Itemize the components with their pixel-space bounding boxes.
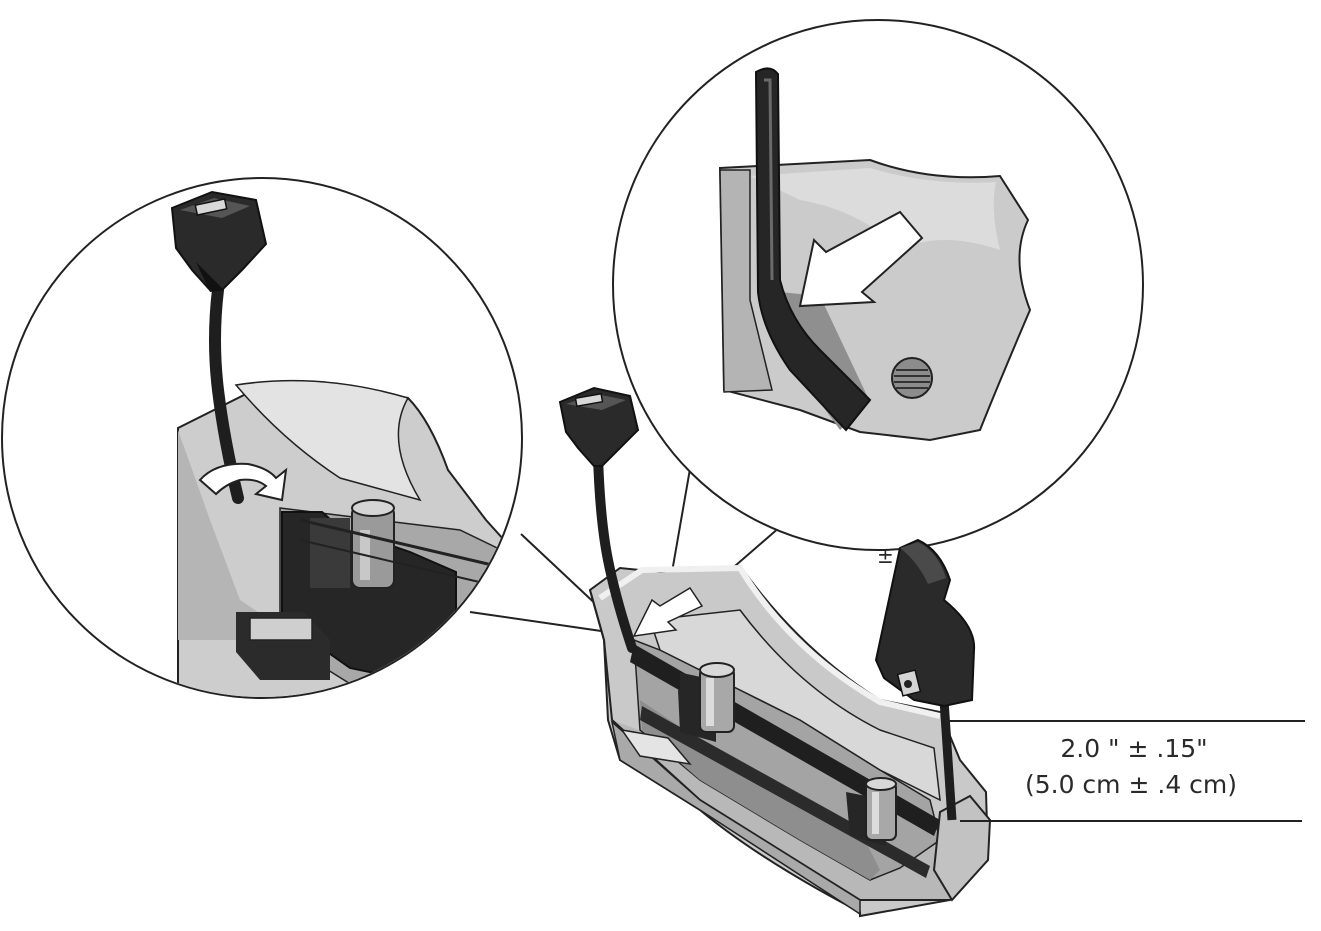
left-detail-callout (1, 177, 619, 699)
main-connector (558, 386, 640, 467)
curved-arrow-icon (198, 462, 288, 502)
dimension-imperial: 2.0 " ± .15" (1060, 734, 1207, 763)
main-device (588, 564, 992, 918)
dimension-metric: (5.0 cm ± .4 cm) (1025, 770, 1237, 799)
main-arrow-icon (632, 586, 704, 637)
right-detail-callout (612, 19, 1144, 606)
main-cable (593, 451, 637, 653)
main-post-1 (699, 662, 735, 733)
right-detail-strap (754, 67, 872, 432)
left-detail-post (351, 505, 395, 589)
polarity-mark: ± (877, 544, 894, 568)
arrow-down-left-icon (798, 210, 924, 308)
main-post-2 (865, 777, 897, 841)
dimension-callout: 2.0 " ± .15" (5.0 cm ± .4 cm) (946, 720, 1305, 822)
right-detail-grille (891, 357, 933, 399)
sensor-paddle: ± (874, 538, 976, 821)
left-detail-connector (170, 190, 268, 292)
